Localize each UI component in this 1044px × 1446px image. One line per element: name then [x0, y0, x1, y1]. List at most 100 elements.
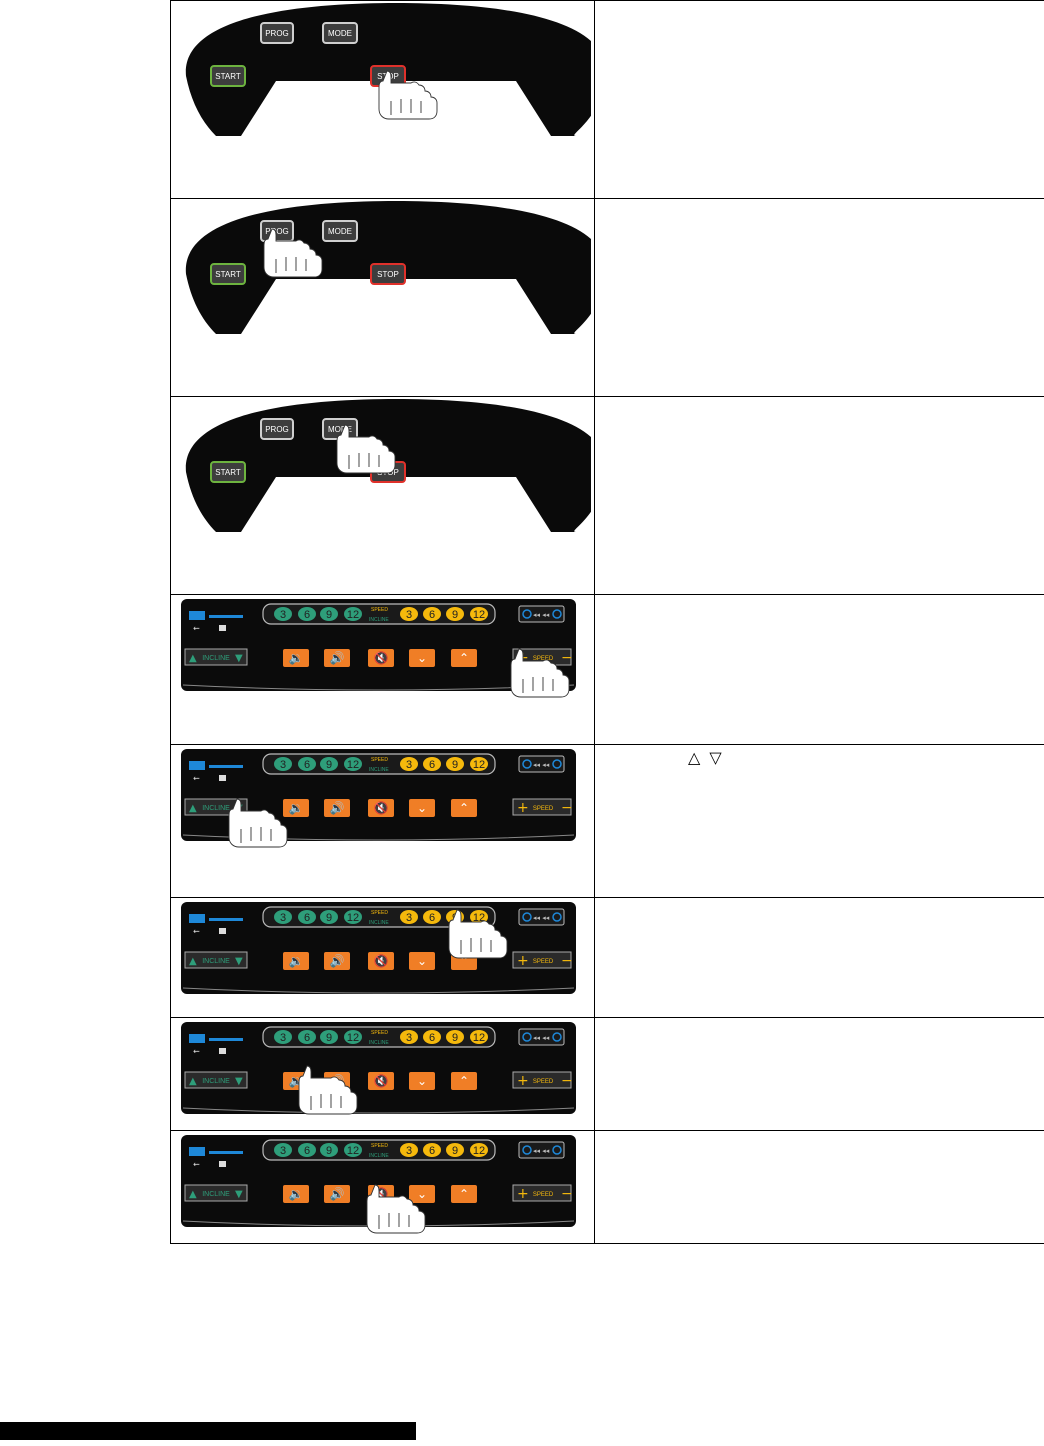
incline-6-button[interactable]: 6 — [298, 910, 316, 924]
speed-minus-button[interactable]: − — [561, 650, 573, 666]
incline-3-button[interactable]: 3 — [274, 1030, 292, 1044]
incline-12-button[interactable]: 12 — [344, 757, 362, 771]
speed-3-button[interactable]: 3 — [400, 1030, 418, 1044]
incline-down-button[interactable]: ▼ — [235, 956, 243, 967]
volume-down-button[interactable]: 🔉 — [283, 649, 309, 667]
mute-button[interactable]: 🔇 — [368, 1072, 394, 1090]
volume-down-button[interactable]: 🔉 — [283, 1185, 309, 1203]
audio-in-block — [518, 605, 565, 623]
speed-plus-button[interactable]: + — [517, 1073, 529, 1089]
speed-6-button[interactable]: 6 — [423, 757, 441, 771]
incline-3-button[interactable]: 3 — [274, 757, 292, 771]
incline-6-button[interactable]: 6 — [298, 1030, 316, 1044]
mute-button[interactable]: 🔇 — [368, 952, 394, 970]
incline-down-button[interactable]: ▼ — [235, 1189, 243, 1200]
speed-3-button[interactable]: 3 — [400, 1143, 418, 1157]
down-arrow-button[interactable]: ⌄ — [409, 799, 435, 817]
up-arrow-button[interactable]: ⌃ — [451, 1072, 477, 1090]
headphone-jack-icon[interactable] — [552, 759, 562, 769]
speed-plus-button[interactable]: + — [517, 800, 529, 816]
headphone-jack-icon[interactable] — [552, 609, 562, 619]
speed-plus-button[interactable]: + — [517, 953, 529, 969]
down-arrow-button[interactable]: ⌄ — [409, 649, 435, 667]
incline-6-button[interactable]: 6 — [298, 607, 316, 621]
speed-rocker: +SPEED− — [512, 951, 573, 969]
audio-in-jack-icon[interactable] — [522, 912, 532, 922]
speed-3-button[interactable]: 3 — [400, 757, 418, 771]
stop-button[interactable]: STOP — [370, 263, 406, 285]
speed-12-button[interactable]: 12 — [470, 757, 488, 771]
speed-9-button[interactable]: 9 — [446, 1030, 464, 1044]
speed-minus-button[interactable]: − — [561, 1186, 573, 1202]
speed-9-button[interactable]: 9 — [446, 607, 464, 621]
incline-down-button[interactable]: ▼ — [235, 1076, 243, 1087]
incline-6-button[interactable]: 6 — [298, 1143, 316, 1157]
incline-up-button[interactable]: ▲ — [189, 653, 197, 664]
speed-6-button[interactable]: 6 — [423, 1030, 441, 1044]
speed-6-button[interactable]: 6 — [423, 607, 441, 621]
down-arrow-button[interactable]: ⌄ — [409, 952, 435, 970]
up-arrow-button[interactable]: ⌃ — [451, 799, 477, 817]
speed-6-button[interactable]: 6 — [423, 910, 441, 924]
speed-9-button[interactable]: 9 — [446, 1143, 464, 1157]
speed-12-button[interactable]: 12 — [470, 607, 488, 621]
up-arrow-button[interactable]: ⌃ — [451, 1185, 477, 1203]
volume-up-button[interactable]: 🔊 — [324, 1185, 350, 1203]
mode-button[interactable]: MODE — [322, 220, 358, 242]
incline-9-button[interactable]: 9 — [320, 757, 338, 771]
incline-9-button[interactable]: 9 — [320, 607, 338, 621]
down-arrow-button[interactable]: ⌄ — [409, 1072, 435, 1090]
speed-plus-button[interactable]: + — [517, 1186, 529, 1202]
audio-in-jack-icon[interactable] — [522, 609, 532, 619]
start-button[interactable]: START — [210, 263, 246, 285]
incline-12-button[interactable]: 12 — [344, 1030, 362, 1044]
incline-3-button[interactable]: 3 — [274, 607, 292, 621]
audio-in-jack-icon[interactable] — [522, 759, 532, 769]
incline-12-button[interactable]: 12 — [344, 607, 362, 621]
mode-button[interactable]: MODE — [322, 22, 358, 44]
prog-button[interactable]: PROG — [260, 220, 294, 242]
prog-button[interactable]: PROG — [260, 418, 294, 440]
incline-9-button[interactable]: 9 — [320, 1143, 338, 1157]
mute-button[interactable]: 🔇 — [368, 649, 394, 667]
speed-minus-button[interactable]: − — [561, 800, 573, 816]
incline-up-button[interactable]: ▲ — [189, 803, 197, 814]
start-button[interactable]: START — [210, 461, 246, 483]
headphone-jack-icon[interactable] — [552, 1032, 562, 1042]
speed-12-button[interactable]: 12 — [470, 1143, 488, 1157]
audio-in-jack-icon[interactable] — [522, 1145, 532, 1155]
speed-6-button[interactable]: 6 — [423, 1143, 441, 1157]
speed-minus-button[interactable]: − — [561, 1073, 573, 1089]
incline-9-button[interactable]: 9 — [320, 1030, 338, 1044]
volume-up-button[interactable]: 🔊 — [324, 799, 350, 817]
incline-12-button[interactable]: 12 — [344, 910, 362, 924]
incline-3-button[interactable]: 3 — [274, 910, 292, 924]
audio-in-jack-icon[interactable] — [522, 1032, 532, 1042]
incline-up-button[interactable]: ▲ — [189, 1189, 197, 1200]
up-arrow-button[interactable]: ⌃ — [451, 649, 477, 667]
speed-minus-button[interactable]: − — [561, 953, 573, 969]
volume-down-button[interactable]: 🔉 — [283, 799, 309, 817]
incline-up-button[interactable]: ▲ — [189, 956, 197, 967]
incline-label: INCLINE — [202, 958, 230, 965]
incline-3-button[interactable]: 3 — [274, 1143, 292, 1157]
headphone-jack-icon[interactable] — [552, 1145, 562, 1155]
incline-down-button[interactable]: ▼ — [235, 653, 243, 664]
start-button[interactable]: START — [210, 65, 246, 87]
prog-button[interactable]: PROG — [260, 22, 294, 44]
down-arrow-button[interactable]: ⌄ — [409, 1185, 435, 1203]
volume-up-button[interactable]: 🔊 — [324, 952, 350, 970]
incline-up-button[interactable]: ▲ — [189, 1076, 197, 1087]
volume-down-button[interactable]: 🔉 — [283, 952, 309, 970]
incline-12-button[interactable]: 12 — [344, 1143, 362, 1157]
pointing-hand-icon — [228, 798, 288, 848]
incline-6-button[interactable]: 6 — [298, 757, 316, 771]
speed-9-button[interactable]: 9 — [446, 757, 464, 771]
speed-3-button[interactable]: 3 — [400, 607, 418, 621]
mute-button[interactable]: 🔇 — [368, 799, 394, 817]
incline-9-button[interactable]: 9 — [320, 910, 338, 924]
speed-3-button[interactable]: 3 — [400, 910, 418, 924]
volume-up-button[interactable]: 🔊 — [324, 649, 350, 667]
speed-12-button[interactable]: 12 — [470, 1030, 488, 1044]
headphone-jack-icon[interactable] — [552, 912, 562, 922]
